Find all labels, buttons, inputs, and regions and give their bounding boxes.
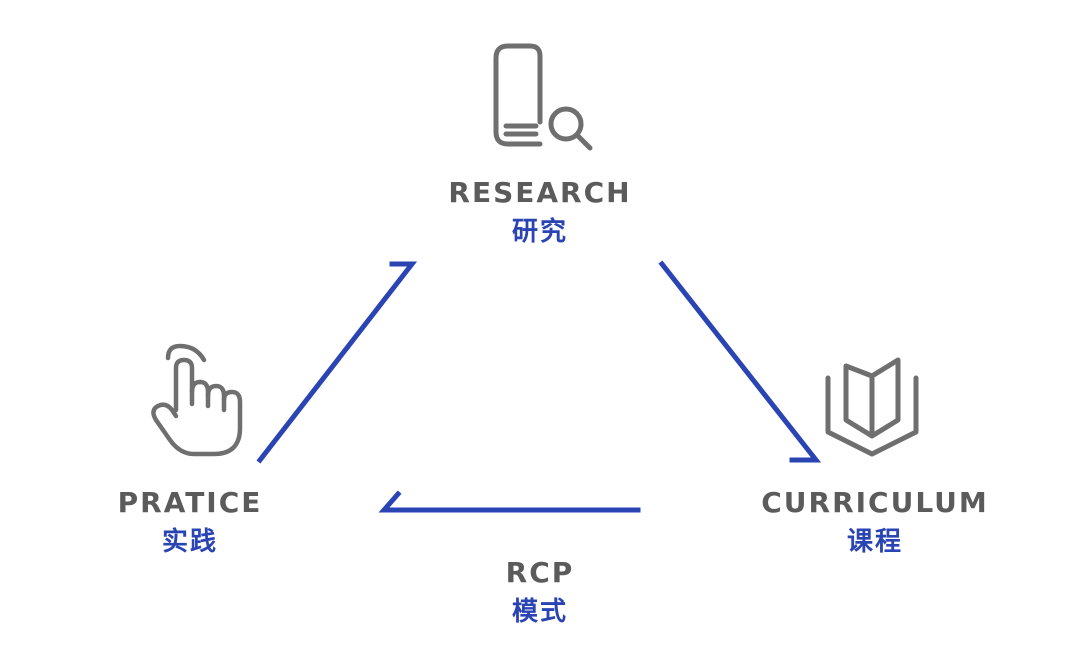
practice-label-zh: 实践 — [161, 527, 218, 557]
node-practice: PRATICE 实践 — [70, 486, 310, 558]
node-research: RESEARCH 研究 — [390, 176, 690, 248]
arrow-practice-to-research — [256, 261, 418, 464]
arrow-curriculum-to-practice — [378, 490, 641, 513]
hand-pointer-icon — [151, 343, 243, 457]
research-label: RESEARCH — [448, 176, 632, 209]
center-label-en: RCP — [505, 556, 575, 589]
open-book-icon — [825, 357, 919, 457]
arrow-research-to-curriculum — [658, 260, 822, 463]
center-label-zh: 模式 — [511, 597, 568, 627]
node-curriculum: CURRICULUM 课程 — [730, 486, 1020, 558]
book-search-icon — [493, 43, 593, 151]
research-label-zh: 研究 — [511, 217, 568, 247]
center-label: RCP 模式 — [440, 556, 640, 628]
cycle-arrows — [256, 260, 822, 513]
practice-label: PRATICE — [117, 486, 263, 519]
curriculum-label: CURRICULUM — [761, 486, 989, 519]
curriculum-label-zh: 课程 — [846, 527, 903, 557]
